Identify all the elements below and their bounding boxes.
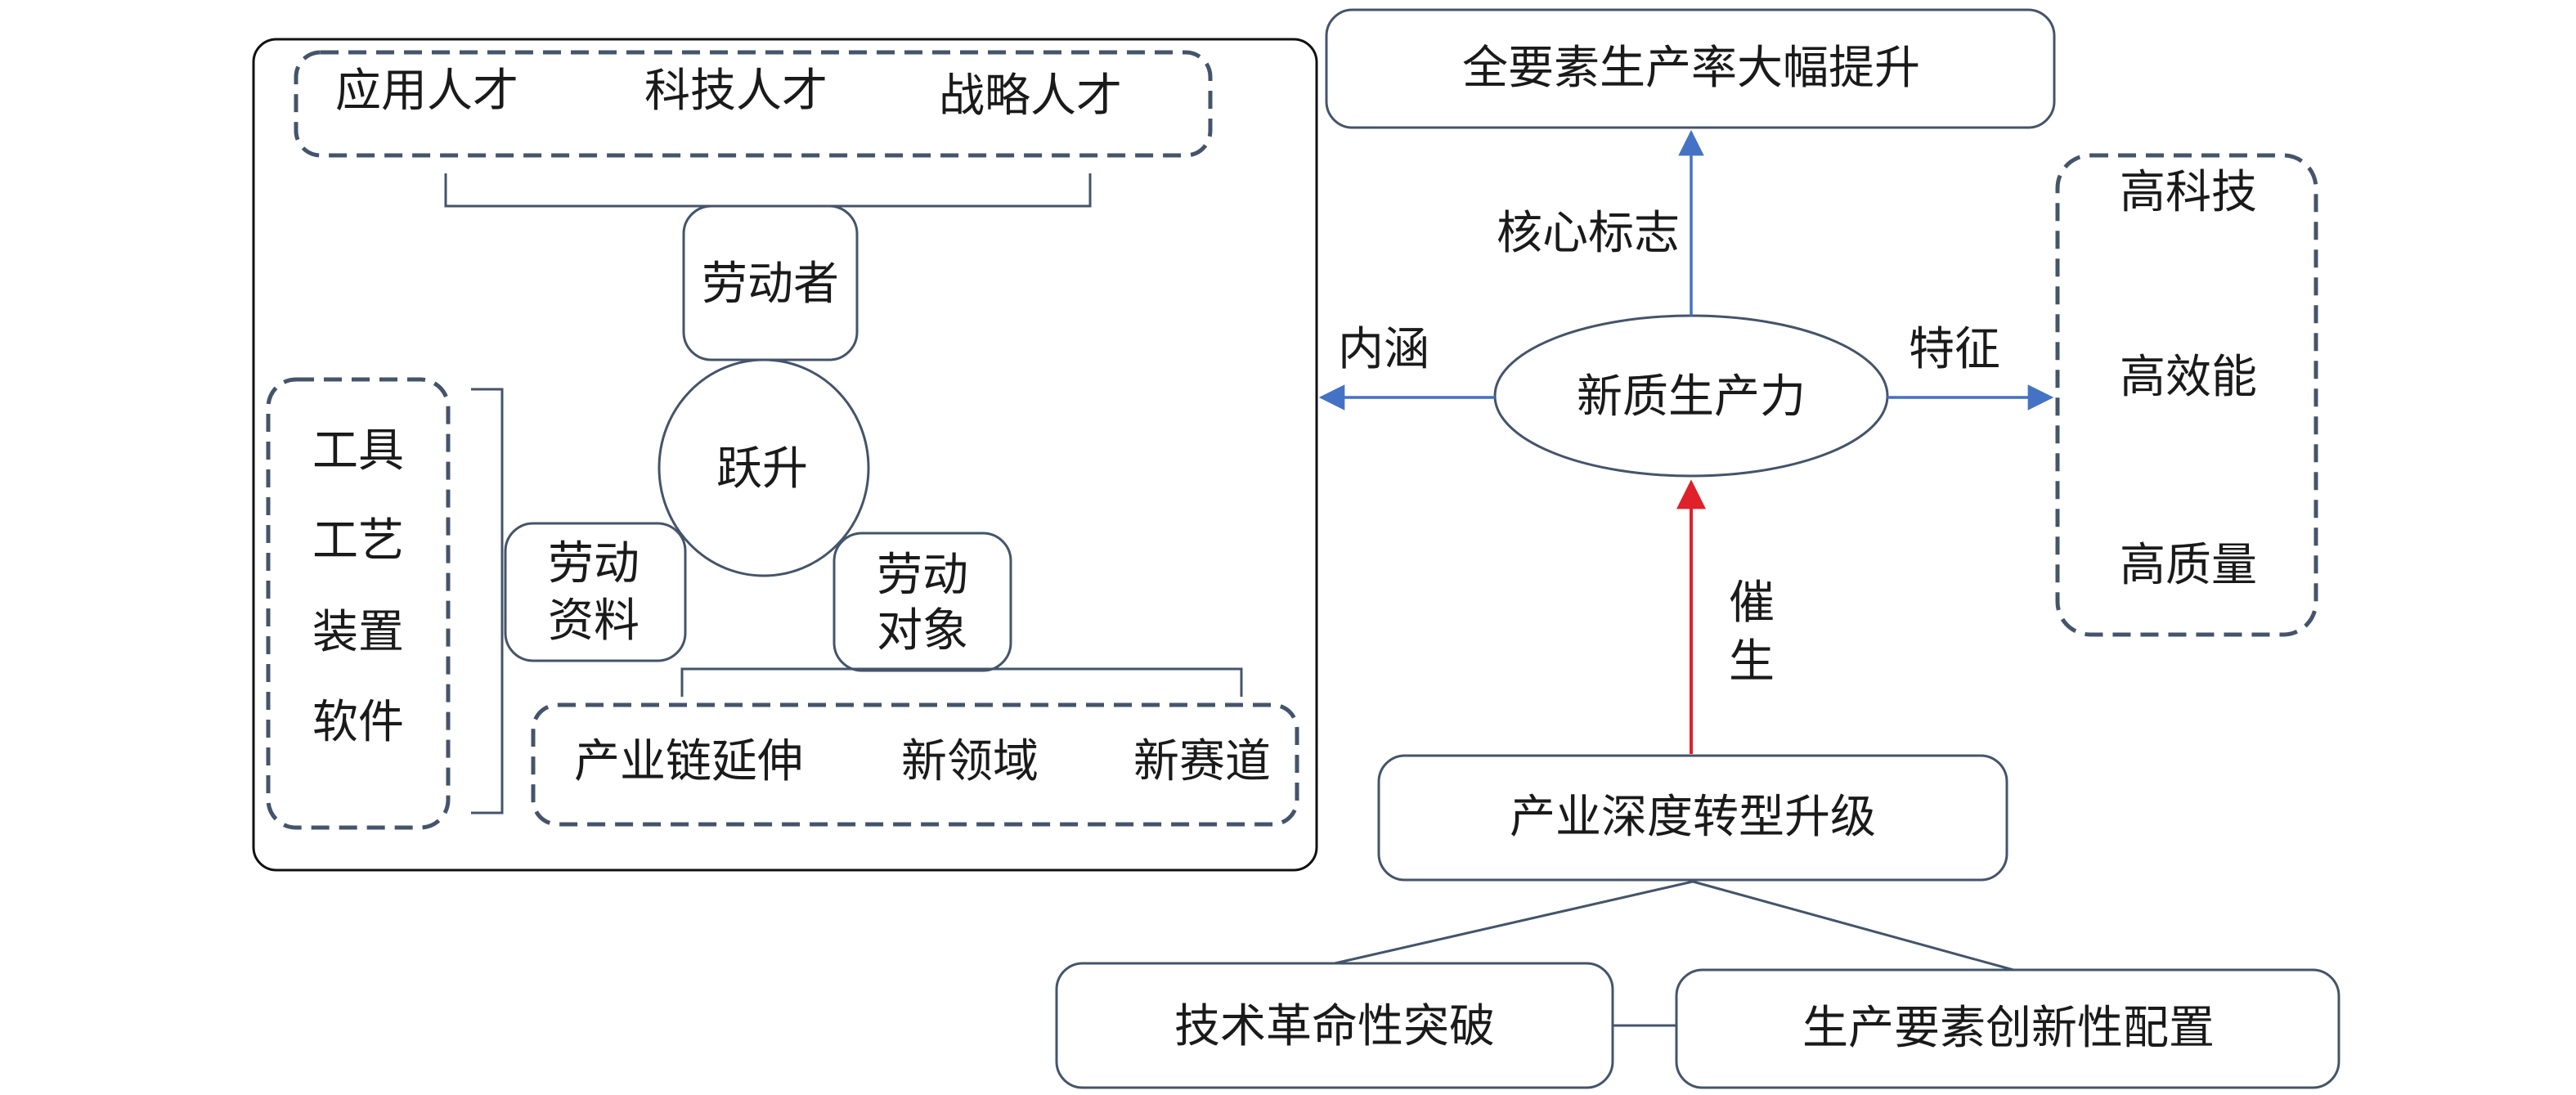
transform-label: 产业深度转型升级 <box>1510 791 1876 844</box>
talent-applied: 应用人才 <box>335 65 518 118</box>
factors-node <box>1675 968 2340 1089</box>
means-of-labor-line2: 资料 <box>548 595 640 648</box>
catalyze-label-1: 催 <box>1729 577 1775 630</box>
core-sign-label: 核心标志 <box>1497 207 1680 260</box>
catalyze-label-2: 生 <box>1729 635 1775 689</box>
connotation-panel <box>252 38 1318 872</box>
leap-circle <box>657 358 870 577</box>
objects-of-labor-line2: 对象 <box>877 604 968 657</box>
domain-chain: 产业链延伸 <box>574 735 803 788</box>
transform-to-tech-line <box>1334 880 1694 965</box>
domains-group-box <box>531 702 1299 827</box>
tech-label: 技术革命性突破 <box>1174 1000 1495 1053</box>
talent-strategic: 战略人才 <box>939 70 1122 123</box>
transform-node <box>1377 754 2008 882</box>
leap-label: 跃升 <box>716 442 808 496</box>
feature-high-quality: 高质量 <box>2120 539 2257 592</box>
means-of-labor-node <box>504 522 687 662</box>
laborer-label: 劳动者 <box>702 258 839 311</box>
talent-bracket <box>444 173 1092 208</box>
objects-of-labor-node <box>832 532 1012 672</box>
talent-tech: 科技人才 <box>644 65 828 118</box>
tool-3: 装置 <box>312 606 404 659</box>
feature-high-efficiency: 高效能 <box>2120 351 2257 404</box>
means-of-labor-line1: 劳动 <box>548 537 640 590</box>
tfp-node <box>1325 8 2056 129</box>
tfp-label: 全要素生产率大幅提升 <box>1462 42 1920 95</box>
tool-1: 工具 <box>312 424 404 478</box>
tool-2: 工艺 <box>312 514 404 568</box>
tool-4: 软件 <box>312 696 404 749</box>
features-group-box <box>2055 153 2318 637</box>
domain-new-track: 新赛道 <box>1133 735 1271 788</box>
connotation-label: 内涵 <box>1338 323 1429 376</box>
features-label: 特征 <box>1909 323 2000 376</box>
tools-group-box <box>266 377 451 830</box>
core-label: 新质生产力 <box>1577 370 1806 424</box>
domain-new-field: 新领域 <box>901 735 1039 788</box>
domains-bracket <box>680 667 1243 697</box>
talent-group-box <box>294 50 1213 158</box>
factors-label: 生产要素创新性配置 <box>1802 1002 2215 1055</box>
feature-high-tech: 高科技 <box>2120 166 2257 219</box>
tools-bracket <box>471 388 504 815</box>
transform-to-factors-line <box>1692 880 2014 972</box>
objects-of-labor-line1: 劳动 <box>877 549 968 602</box>
tech-node <box>1055 962 1614 1089</box>
